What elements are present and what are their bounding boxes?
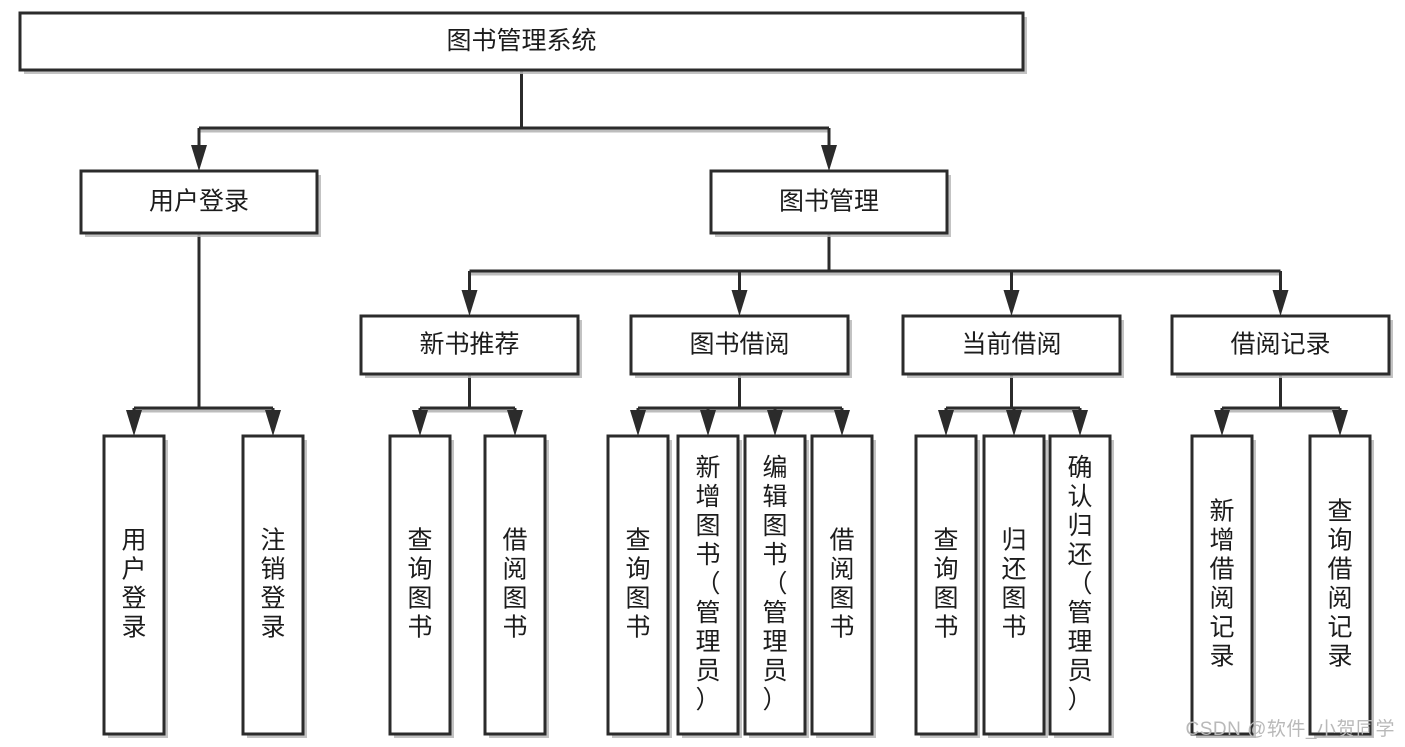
node-label: 用户登录	[149, 188, 249, 216]
node-leaf-query-record[interactable]: 查询借阅记录	[1308, 434, 1374, 738]
node-leaf-add-record[interactable]: 新增借阅记录	[1190, 434, 1256, 738]
node-leaf-return-book[interactable]: 归还图书	[982, 434, 1048, 738]
node-leaf-edit-book[interactable]: 编辑图书（管理员）	[743, 434, 809, 738]
node-label: 图书借阅	[689, 331, 789, 359]
node-box[interactable]	[388, 434, 452, 736]
node-label: 查询图书	[407, 526, 432, 641]
node-label: 当前借阅	[961, 331, 1061, 359]
node-user-login[interactable]: 用户登录	[79, 169, 321, 237]
node-box[interactable]	[982, 434, 1046, 736]
node-box[interactable]	[743, 434, 807, 736]
node-box[interactable]	[18, 11, 1025, 72]
node-label: 查询借阅记录	[1327, 497, 1352, 670]
node-label: 用户登录	[121, 526, 146, 641]
node-label: 查询图书	[625, 526, 650, 641]
node-book-borrow[interactable]: 图书借阅	[629, 314, 852, 378]
node-leaf-borrow-book-2[interactable]: 借阅图书	[810, 434, 876, 738]
edge-layer	[126, 70, 1348, 436]
node-label: 编辑图书（管理员）	[762, 454, 787, 714]
node-box[interactable]	[606, 434, 670, 736]
watermark-text: CSDN @软件_小贺同学	[1185, 719, 1395, 740]
node-box[interactable]	[359, 314, 580, 376]
node-label: 归还图书	[1001, 526, 1026, 641]
node-label: 新书推荐	[419, 331, 519, 359]
node-leaf-borrow-book-1[interactable]: 借阅图书	[483, 434, 549, 738]
node-box[interactable]	[629, 314, 850, 376]
node-label: 借阅记录	[1230, 331, 1330, 359]
node-leaf-logout[interactable]: 注销登录	[241, 434, 307, 738]
node-box[interactable]	[914, 434, 978, 736]
node-label: 查询图书	[933, 526, 958, 641]
node-leaf-query-book-1[interactable]: 查询图书	[388, 434, 454, 738]
node-box[interactable]	[1308, 434, 1372, 736]
node-box[interactable]	[1190, 434, 1254, 736]
node-root[interactable]: 图书管理系统	[18, 11, 1027, 74]
node-book-manage[interactable]: 图书管理	[709, 169, 951, 237]
node-box[interactable]	[79, 169, 319, 235]
node-box[interactable]	[1170, 314, 1391, 376]
node-leaf-add-book[interactable]: 新增图书（管理员）	[676, 434, 742, 738]
node-box[interactable]	[709, 169, 949, 235]
node-leaf-user-login[interactable]: 用户登录	[102, 434, 168, 738]
node-label: 新增借阅记录	[1209, 497, 1234, 670]
node-box[interactable]	[810, 434, 874, 736]
node-label: 借阅图书	[829, 526, 854, 641]
node-label: 图书管理系统	[446, 27, 596, 55]
node-box[interactable]	[1048, 434, 1112, 736]
node-box[interactable]	[241, 434, 305, 736]
node-borrow-record[interactable]: 借阅记录	[1170, 314, 1393, 378]
node-new-book-rec[interactable]: 新书推荐	[359, 314, 582, 378]
node-label: 借阅图书	[502, 526, 527, 641]
node-leaf-query-book-3[interactable]: 查询图书	[914, 434, 980, 738]
node-label: 注销登录	[260, 526, 285, 641]
node-box[interactable]	[901, 314, 1122, 376]
node-label: 新增图书（管理员）	[695, 454, 720, 714]
node-box[interactable]	[102, 434, 166, 736]
node-box[interactable]	[676, 434, 740, 736]
node-label: 确认归还（管理员）	[1067, 454, 1092, 714]
node-box[interactable]	[483, 434, 547, 736]
node-leaf-query-book-2[interactable]: 查询图书	[606, 434, 672, 738]
node-label: 图书管理	[779, 188, 879, 216]
node-leaf-confirm-return[interactable]: 确认归还（管理员）	[1048, 434, 1114, 738]
node-current-borrow[interactable]: 当前借阅	[901, 314, 1124, 378]
node-layer: 图书管理系统用户登录图书管理新书推荐图书借阅当前借阅借阅记录用户登录注销登录查询…	[18, 11, 1393, 738]
